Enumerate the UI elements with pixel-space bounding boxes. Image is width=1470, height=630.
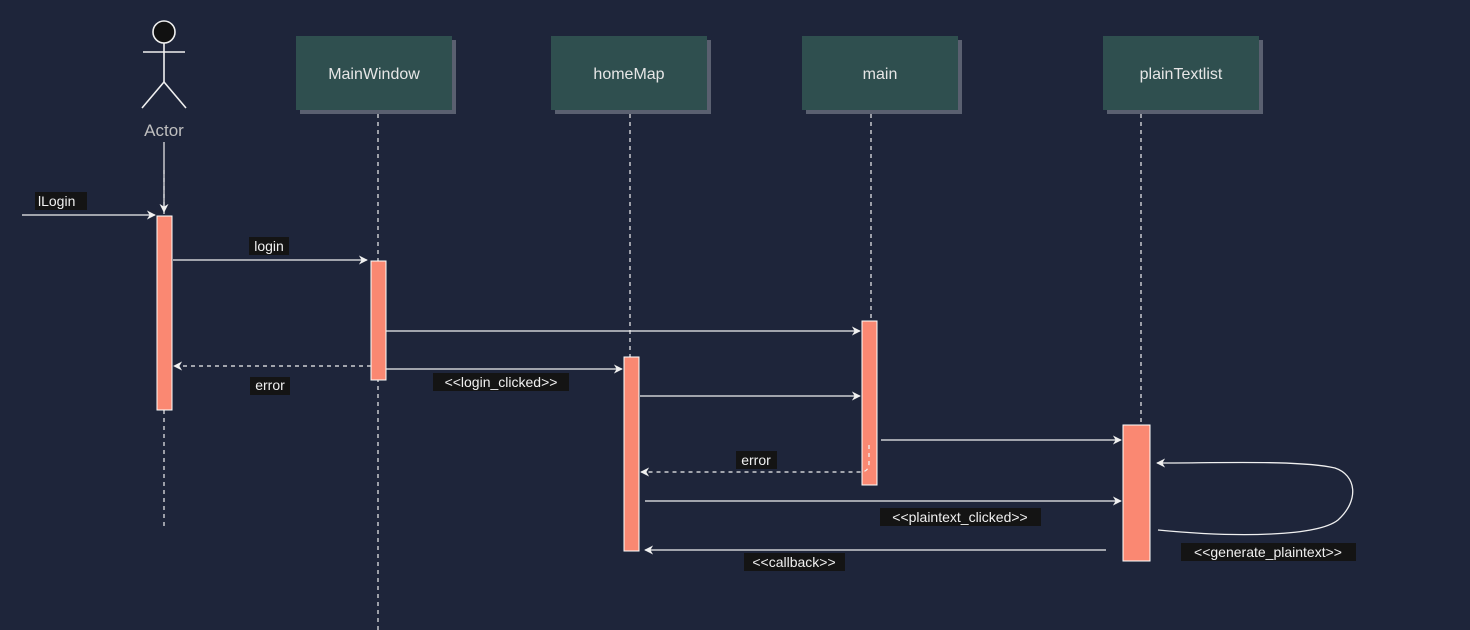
label-login: login — [249, 237, 289, 255]
actor: Actor — [141, 20, 187, 213]
activation-main — [861, 320, 878, 486]
label-plaintext-clicked: <<plaintext_clicked>> — [880, 508, 1041, 526]
label-callback: <<callback>> — [744, 553, 845, 571]
label-login-text: login — [254, 238, 284, 254]
label-error-to-actor: error — [250, 377, 290, 395]
message-error-to-homemap-arrow — [640, 445, 870, 477]
actor-icon — [141, 20, 187, 109]
message-generate-plaintext-arrow — [1156, 458, 1354, 536]
actor-label: Actor — [144, 121, 184, 140]
participant-mainwindow: MainWindow — [296, 36, 456, 114]
label-plaintext-clicked-text: <<plaintext_clicked>> — [892, 509, 1027, 525]
label-error-to-homemap: error — [736, 451, 777, 469]
participant-plaintextlist-label: plainTextlist — [1140, 66, 1223, 83]
participant-main: main — [802, 36, 962, 114]
label-generate-plaintext: <<generate_plaintext>> — [1181, 543, 1356, 561]
label-callback-text: <<callback>> — [752, 554, 835, 570]
participant-homemap: homeMap — [551, 36, 711, 114]
label-login-clicked-text: <<login_clicked>> — [445, 374, 558, 390]
activation-plaintextlist — [1122, 424, 1151, 562]
label-generate-plaintext-text: <<generate_plaintext>> — [1194, 544, 1342, 560]
label-error-to-actor-text: error — [255, 377, 285, 393]
participant-homemap-label: homeMap — [593, 66, 664, 83]
label-error-to-homemap-text: error — [741, 452, 771, 468]
label-ilogin: lLogin — [35, 192, 87, 210]
activation-actor — [156, 215, 173, 411]
label-login-clicked: <<login_clicked>> — [433, 373, 569, 391]
participant-main-label: main — [863, 66, 898, 83]
participant-mainwindow-label: MainWindow — [328, 66, 420, 83]
activation-homemap — [623, 356, 640, 552]
label-ilogin-text: lLogin — [38, 193, 75, 209]
participant-plaintextlist: plainTextlist — [1103, 36, 1263, 114]
activation-mainwindow — [370, 260, 387, 381]
